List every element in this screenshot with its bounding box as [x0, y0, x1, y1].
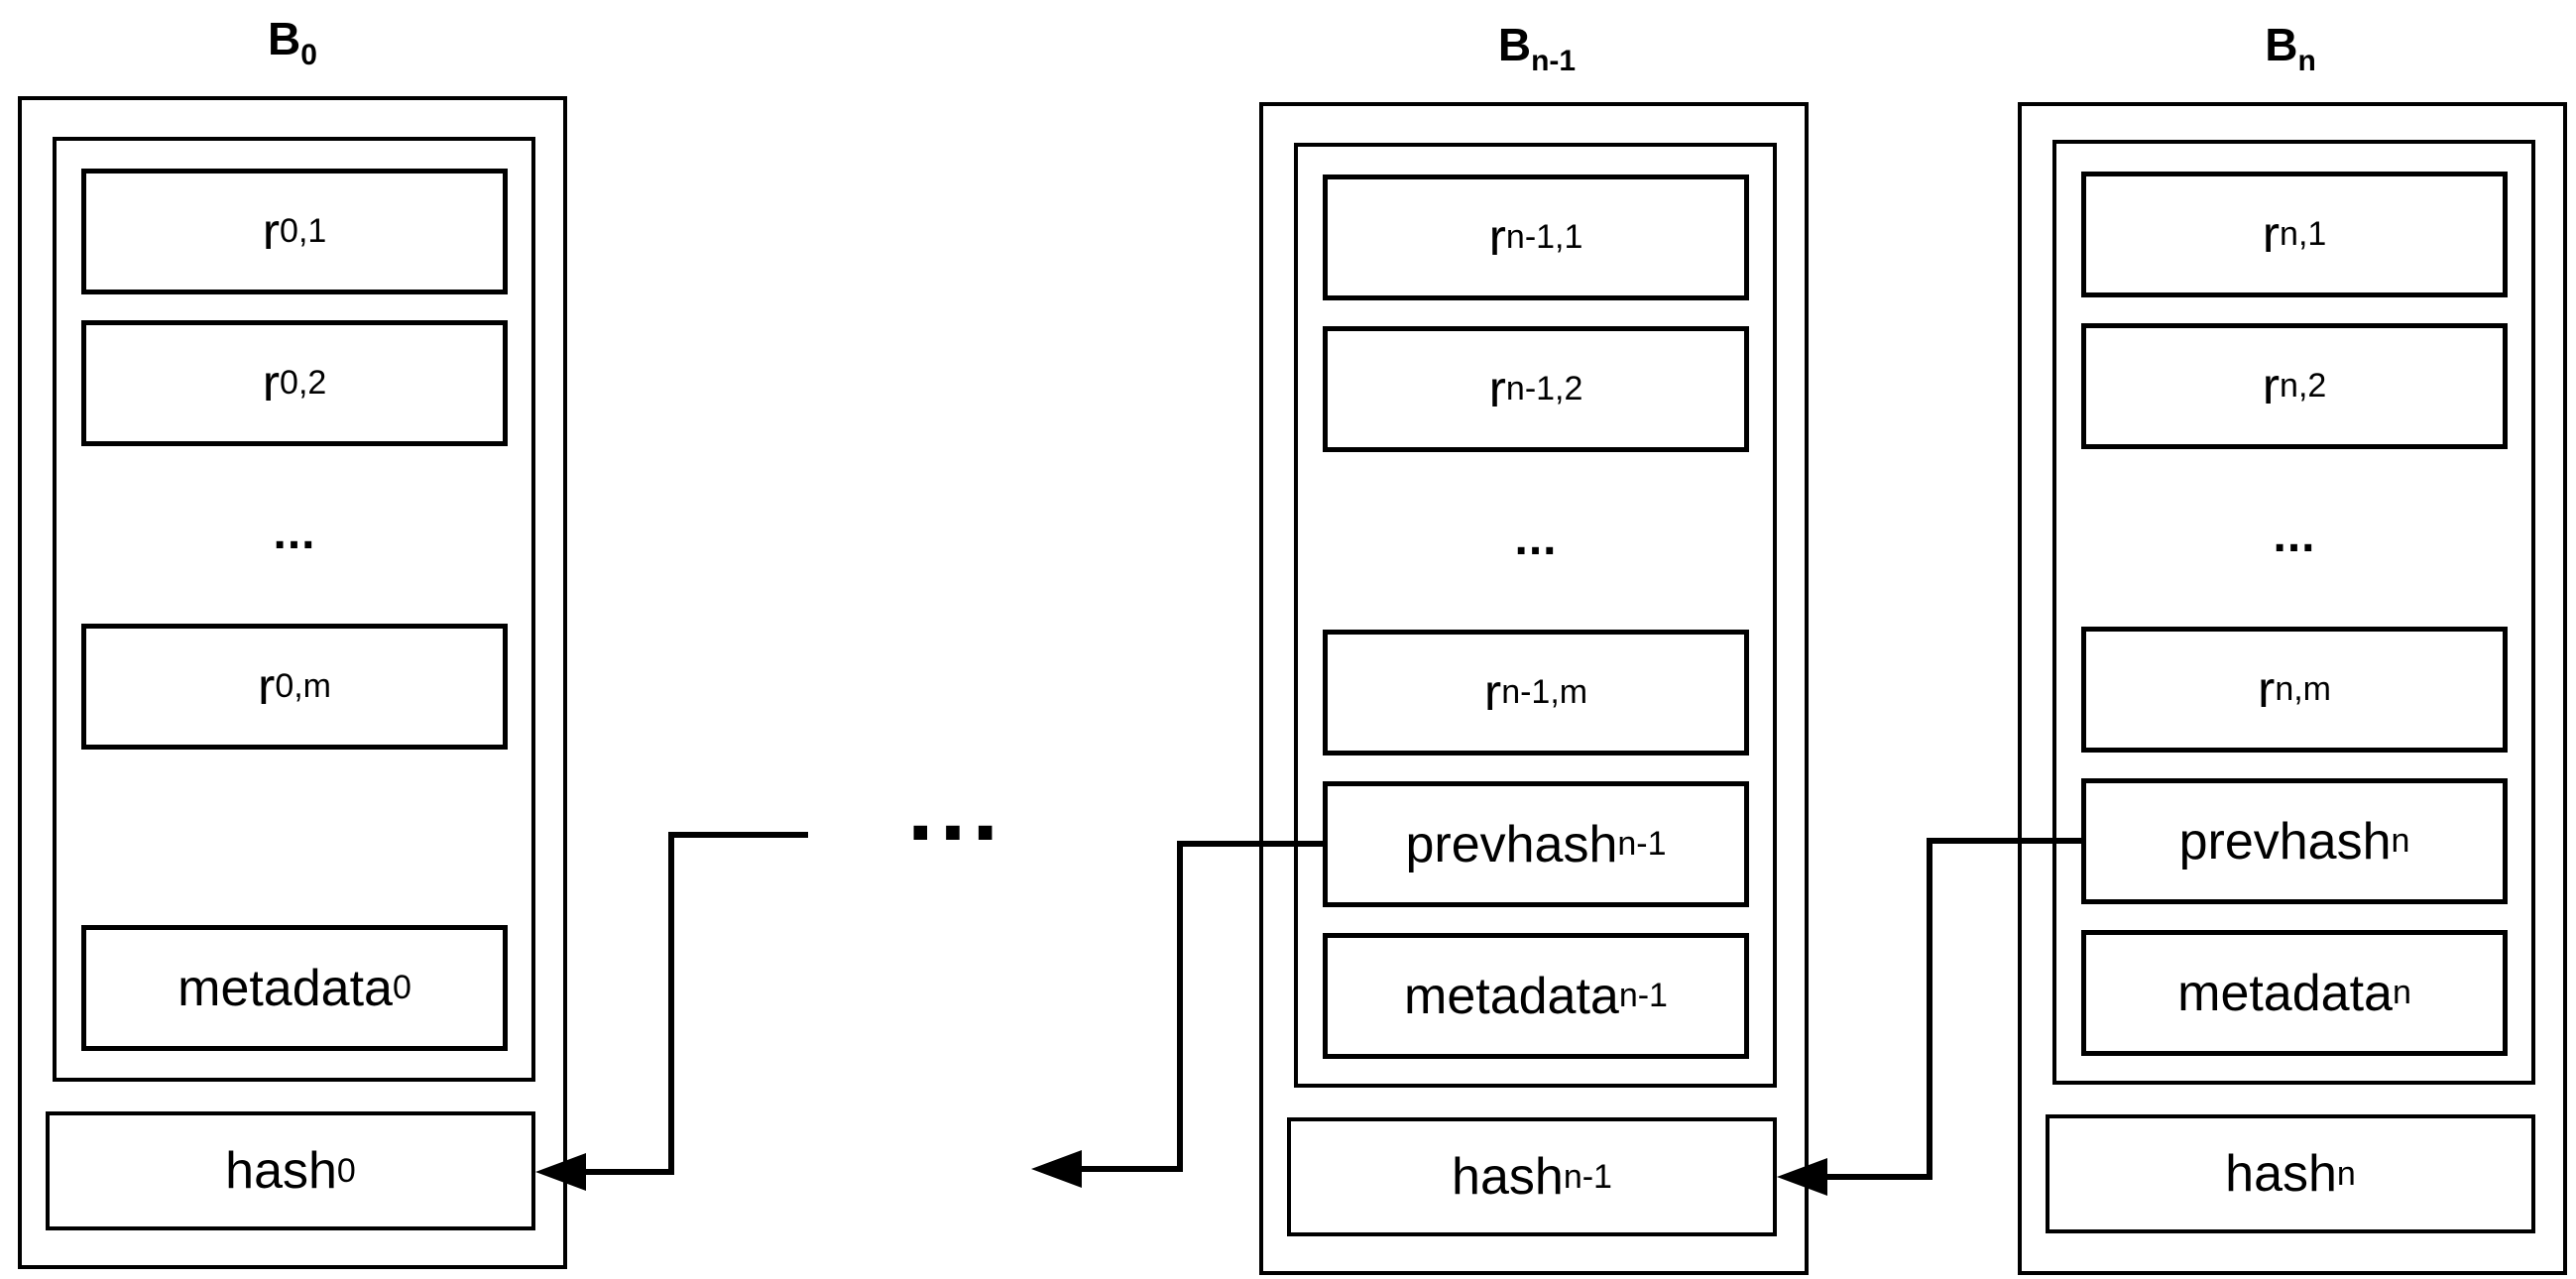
block-0-body — [53, 137, 535, 1082]
records-ellipsis: ... — [1514, 513, 1558, 565]
block-0-title: B0 — [268, 13, 317, 71]
link-prevhash-n-to-hash-n-1 — [1824, 838, 2081, 1180]
block-n-1-body — [1294, 143, 1777, 1088]
chain-ellipsis: ... — [907, 755, 1005, 861]
arrowhead-icon — [1031, 1150, 1082, 1188]
link-prevhash-n-1-to-previous — [1081, 841, 1323, 1172]
block-n-1-title: Bn-1 — [1497, 19, 1577, 77]
records-ellipsis: ... — [2273, 510, 2316, 562]
block-n-body — [2052, 140, 2535, 1085]
block-n-title: Bn — [2265, 19, 2316, 77]
arrowhead-icon — [1777, 1158, 1827, 1196]
link-previous-to-hash-0 — [583, 832, 808, 1175]
records-ellipsis: ... — [273, 507, 316, 559]
arrowhead-icon — [535, 1153, 586, 1191]
